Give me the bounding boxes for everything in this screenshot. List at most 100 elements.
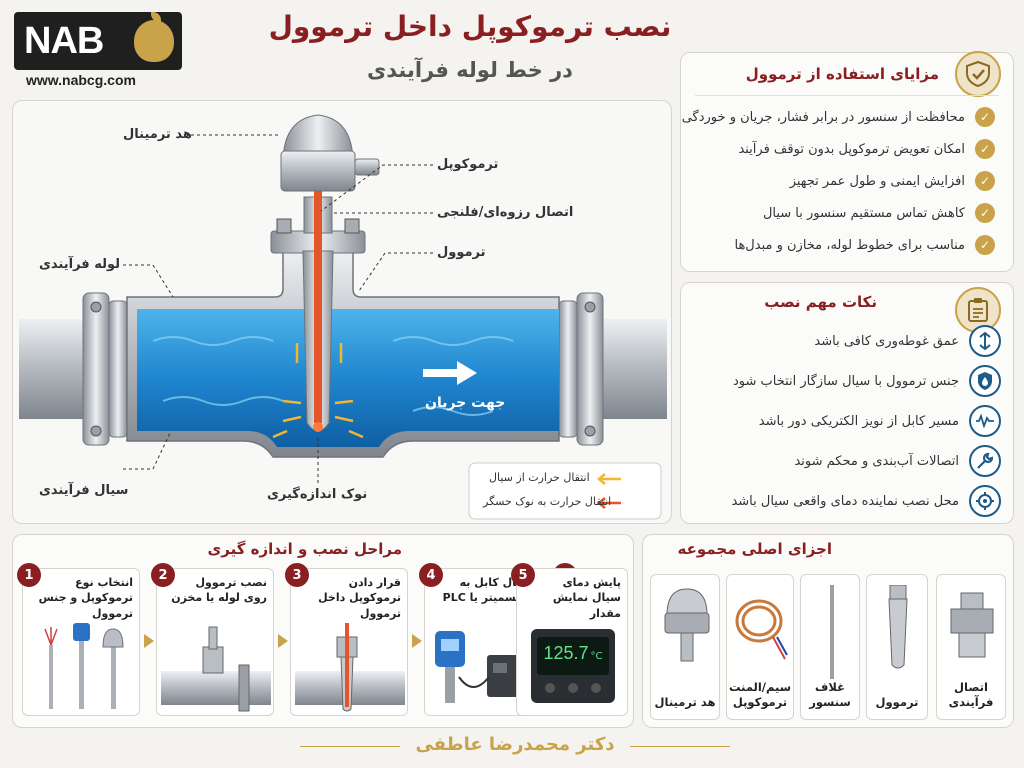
step-card: 1 انتخاب نوع ترموکوپل و جنس ترموول xyxy=(17,563,140,716)
depth-arrows-icon xyxy=(969,325,1001,357)
step-number: 5 xyxy=(511,563,535,587)
step-text: قرار دادن ترموکوپل داخل ترموول xyxy=(318,576,401,620)
legend-box xyxy=(468,462,662,520)
thermowell-on-pipe-icon xyxy=(161,626,271,712)
benefit-item: ✓ مناسب برای خطوط لوله، مخازن و مبدل‌ها xyxy=(734,235,995,255)
fluid-wave xyxy=(412,406,494,416)
step-card: 3 قرار دادن ترموکوپل داخل ترموول xyxy=(285,563,408,716)
benefit-item: ✓کاهش تماس مستقیم سنسور با سیال xyxy=(763,203,995,223)
legend-arrow-fluid xyxy=(597,473,621,485)
display-screen: 125.7 °C xyxy=(537,637,609,675)
fluid-wave xyxy=(162,396,284,406)
step-text: انتخاب نوع ترموکوپل و جنس ترموول xyxy=(38,576,133,620)
check-icon: ✓ xyxy=(975,171,995,191)
callout-thermowell: ترموول xyxy=(437,245,486,260)
benefit-text: محافظت از سنسور در برابر فشار، جریان و خ… xyxy=(681,109,965,125)
thermowell-flange-bolt xyxy=(344,218,360,234)
process-connection-icon xyxy=(950,592,994,658)
legend-label-fluid: انتقال حرارت از سیال xyxy=(489,471,590,484)
tip-item: عمق غوطه‌وری کافی باشد xyxy=(695,325,1001,357)
callout-line-process-fluid xyxy=(123,430,172,470)
signal-wave-icon xyxy=(969,405,1001,437)
installation-diagram-panel: هد ترمینال ترموکوپل اتصال رزوه‌ای/فلنجی … xyxy=(12,100,672,524)
flange-left-outer xyxy=(82,292,110,446)
step-arrow-icon xyxy=(278,634,288,648)
callout-line-thermocouple xyxy=(320,164,433,212)
heat-arrow xyxy=(348,429,364,439)
step-number: 1 xyxy=(17,563,41,587)
tip-text: جنس ترموول با سیال سازگار انتخاب شود xyxy=(732,373,959,389)
tip-item: محل نصب نماینده دمای واقعی سیال باشد xyxy=(695,485,1001,517)
component-card: غلاف سنسور xyxy=(800,574,860,720)
flange-bolt xyxy=(584,425,596,437)
fluid-wave xyxy=(392,336,514,346)
tip-item: مسیر کابل از نویز الکتریکی دور باشد xyxy=(695,405,1001,437)
flange-bolt xyxy=(584,301,596,313)
tips-panel: نکات مهم نصب عمق غوطه‌وری کافی باشد جنس … xyxy=(680,282,1014,524)
thermowell-flange-bolt xyxy=(276,218,292,234)
website-url[interactable]: www.nabcg.com xyxy=(26,72,136,88)
temperature-display: 125.7 °C xyxy=(531,629,615,703)
heat-arrow xyxy=(334,415,354,423)
fluid-wave xyxy=(152,336,274,346)
flange-left-inner xyxy=(108,300,128,438)
flange-right-inner xyxy=(558,300,578,438)
step-number: 2 xyxy=(151,563,175,587)
benefit-text: مناسب برای خطوط لوله، مخازن و مبدل‌ها xyxy=(734,237,965,253)
flange-bolt xyxy=(90,301,102,313)
component-label: هد ترمینال xyxy=(654,695,716,710)
wrench-icon xyxy=(969,445,1001,477)
display-button[interactable] xyxy=(568,683,578,693)
callout-measuring-tip: نوک اندازه‌گیری xyxy=(267,487,368,502)
heat-arrow xyxy=(282,399,302,405)
benefit-item: ✓ افزایش ایمنی و طول عمر تجهیز xyxy=(790,171,995,191)
display-button[interactable] xyxy=(591,683,601,693)
apple-logo-icon xyxy=(134,12,174,62)
check-icon: ✓ xyxy=(975,139,995,159)
logo-text: NAB xyxy=(24,19,104,62)
page-title: نصب ترموکوپل داخل ترموول xyxy=(268,10,672,43)
step-card: 2 نصب ترموول روی لوله یا مخزن xyxy=(151,563,274,716)
flange-right-outer xyxy=(576,292,604,446)
display-button[interactable] xyxy=(545,683,555,693)
cable-gland xyxy=(354,158,380,176)
check-icon: ✓ xyxy=(975,107,995,127)
display-value: 125.7 xyxy=(543,643,589,663)
tip-text: عمق غوطه‌وری کافی باشد xyxy=(814,333,959,349)
target-icon xyxy=(969,485,1001,517)
callout-line-process-pipe xyxy=(123,264,174,298)
benefits-divider xyxy=(695,95,999,96)
thermocouple-insert-icon xyxy=(295,623,405,712)
flow-arrow-head xyxy=(457,361,477,385)
check-icon: ✓ xyxy=(975,235,995,255)
display-unit: °C xyxy=(590,651,603,662)
signature-line-left xyxy=(300,746,400,747)
terminal-head-icon xyxy=(664,588,710,662)
benefit-text: کاهش تماس مستقیم سنسور با سیال xyxy=(762,205,965,221)
legend-arrow-tip xyxy=(597,497,621,509)
component-card: ترموول xyxy=(866,574,928,720)
thermowell-icon xyxy=(888,585,908,669)
shield-check-icon xyxy=(955,51,1001,97)
components-title: اجزای اصلی مجموعه xyxy=(677,540,832,558)
component-label: سیم/المنت ترموکوپل xyxy=(728,679,792,710)
tip-item: جنس ترموول با سیال سازگار انتخاب شود xyxy=(695,365,1001,397)
flow-direction-label: جهت جریان xyxy=(425,395,506,411)
sensor-sheath-icon xyxy=(830,585,834,679)
tips-title: نکات مهم نصب xyxy=(764,293,877,311)
component-label: غلاف سنسور xyxy=(809,679,851,710)
tip-text: اتصالات آب‌بندی و محکم شوند xyxy=(794,453,959,469)
component-label: اتصال فرآیندی xyxy=(948,679,994,710)
company-logo: NAB xyxy=(14,12,182,70)
heat-arrow xyxy=(334,399,354,405)
step-number: 3 xyxy=(285,563,309,587)
step-card-display: 5 پایش دمای سیال نمایش مقدار 125.7 °C xyxy=(511,563,628,716)
benefit-text: افزایش ایمنی و طول عمر تجهیز xyxy=(789,173,965,189)
callout-line-thermowell xyxy=(358,252,433,292)
benefits-title: مزایای استفاده از ترموول xyxy=(745,65,939,83)
step-text: پایش دمای سیال نمایش مقدار xyxy=(552,576,621,620)
measuring-tip xyxy=(313,422,323,432)
shield-drop-icon xyxy=(969,365,1001,397)
benefit-item: ✓امکان تعویض ترموکوپل بدون توقف فرآیند xyxy=(738,139,995,159)
callout-thermocouple: ترموکوپل xyxy=(437,157,499,172)
